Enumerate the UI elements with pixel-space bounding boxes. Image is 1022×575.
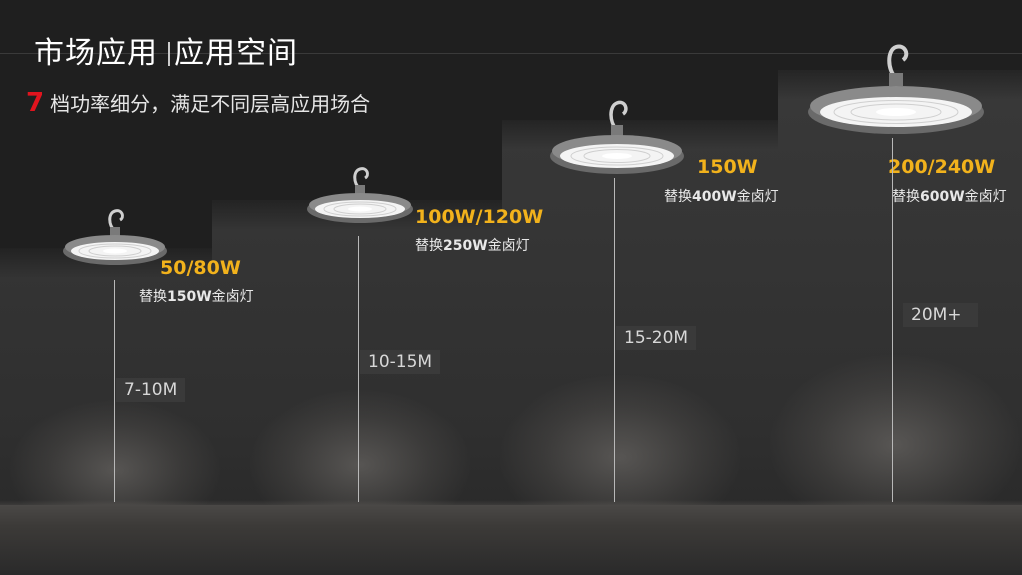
subtitle-text: 档功率细分，满足不同层高应用场合	[50, 92, 371, 116]
replace-prefix: 替换	[415, 238, 443, 254]
replace-suffix: 金卤灯	[964, 189, 1007, 205]
replace-value: 600W	[920, 189, 965, 205]
height-label: 15-20M	[616, 326, 697, 350]
highbay-lamp-icon	[550, 100, 684, 174]
replace-prefix: 替换	[139, 289, 167, 305]
ceiling-step-2	[212, 0, 502, 200]
subtitle-number: 7	[26, 88, 45, 118]
replace-label: 替换400W金卤灯	[664, 186, 779, 206]
highbay-lamp-icon	[63, 209, 167, 265]
ceiling-step-1	[0, 0, 212, 248]
replace-label: 替换600W金卤灯	[892, 186, 1007, 206]
floor-edge	[0, 500, 1022, 508]
floor	[0, 505, 1022, 575]
replace-suffix: 金卤灯	[487, 238, 530, 254]
replace-label: 替换150W金卤灯	[139, 286, 254, 306]
height-label: 20M+	[903, 303, 978, 327]
ceiling-step-3	[502, 0, 778, 120]
highbay-lamp-icon	[808, 44, 984, 134]
power-label: 150W	[697, 156, 758, 178]
replace-value: 400W	[692, 189, 737, 205]
header-divider	[0, 53, 1022, 54]
replace-label: 替换250W金卤灯	[415, 235, 530, 255]
replace-value: 250W	[443, 238, 488, 254]
replace-prefix: 替换	[892, 189, 920, 205]
ceiling-step-4	[778, 0, 1022, 70]
page-title: 市场应用应用空间	[34, 28, 298, 72]
height-label: 7-10M	[116, 378, 186, 402]
replace-suffix: 金卤灯	[211, 289, 254, 305]
replace-prefix: 替换	[664, 189, 692, 205]
height-line	[358, 236, 359, 502]
replace-value: 150W	[167, 289, 212, 305]
height-line	[614, 178, 615, 502]
height-line	[114, 280, 115, 502]
title-main: 市场应用	[34, 36, 158, 71]
power-label: 100W/120W	[415, 206, 544, 228]
height-label: 10-15M	[360, 350, 441, 374]
power-label: 50/80W	[160, 257, 241, 279]
title-separator	[168, 42, 170, 66]
power-label: 200/240W	[888, 156, 996, 178]
height-line	[892, 138, 893, 502]
replace-suffix: 金卤灯	[736, 189, 779, 205]
highbay-lamp-icon	[307, 167, 413, 223]
title-sub: 应用空间	[174, 36, 298, 71]
